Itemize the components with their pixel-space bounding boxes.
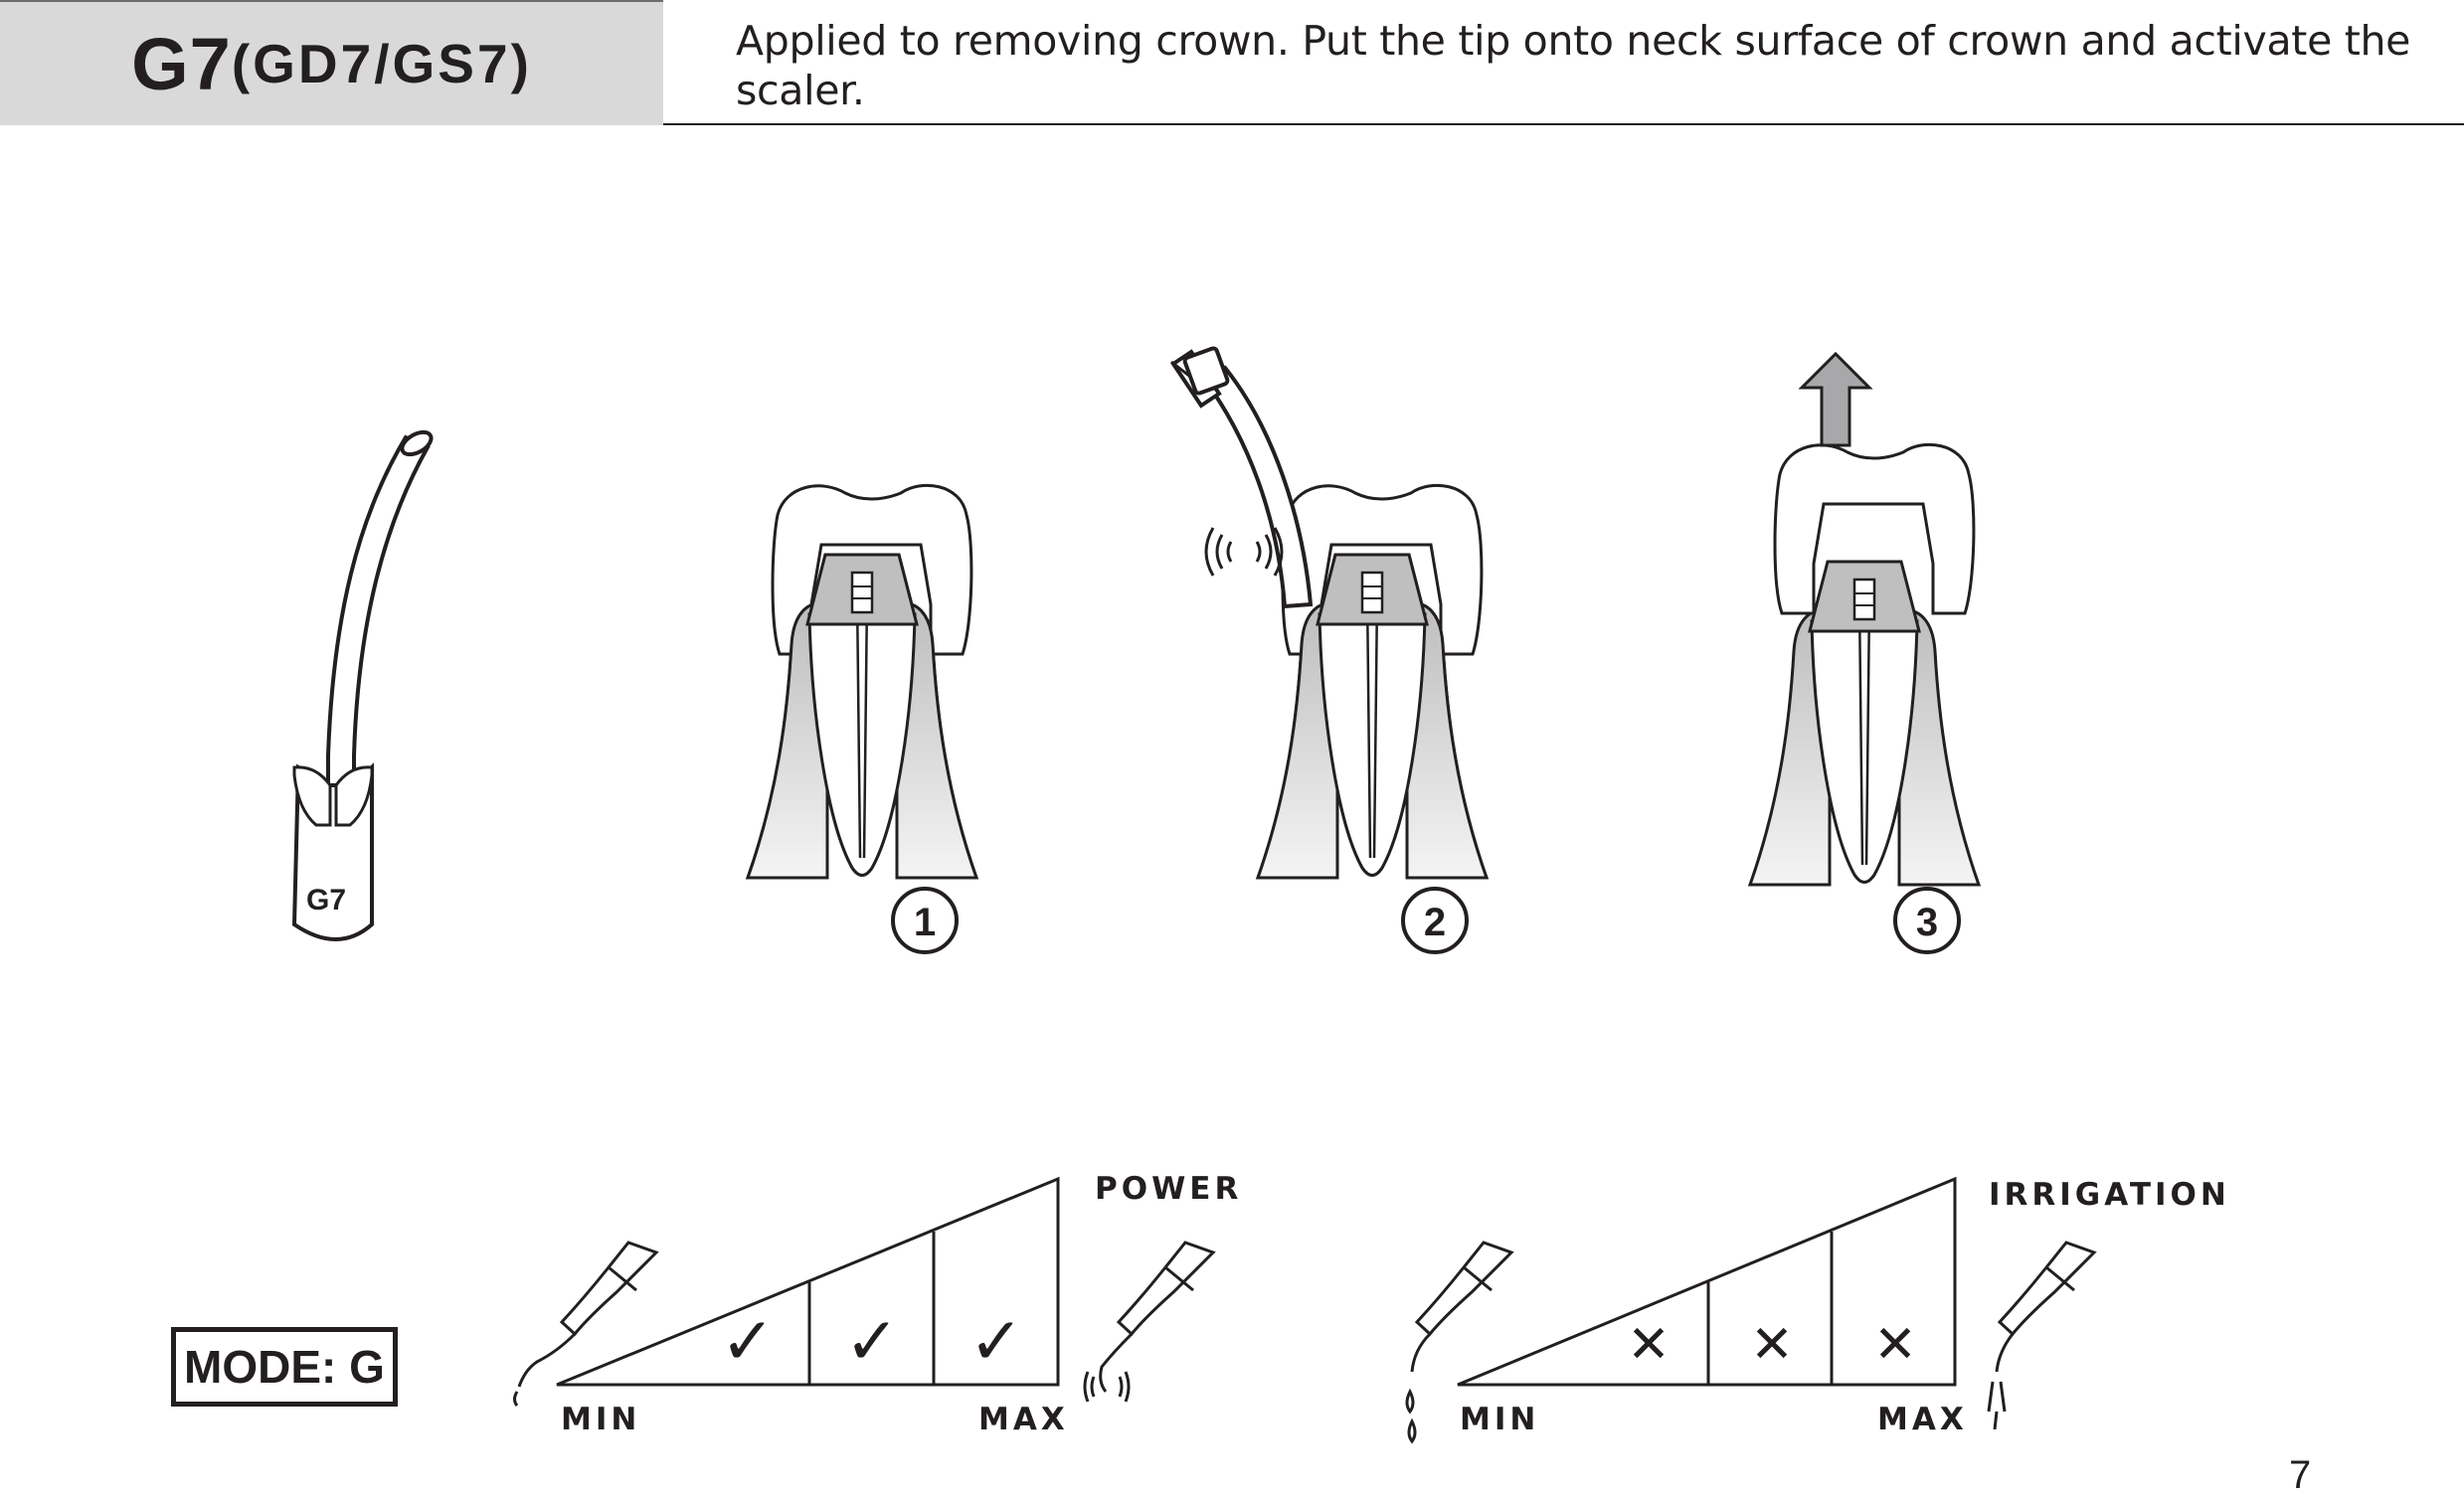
header-rule: [663, 123, 2464, 125]
power-mark-3: ✓: [968, 1303, 1023, 1380]
tip-description: Applied to removing crown. Put the tip o…: [736, 17, 2411, 114]
tip-models: (GD7/GS7): [231, 33, 532, 94]
power-mark-2: ✓: [844, 1303, 899, 1380]
svg-text:1: 1: [914, 901, 936, 944]
step-badge-3: 3: [1893, 887, 1961, 954]
tip-title: G7: [131, 22, 232, 105]
irrigation-mark-1: ✕: [1627, 1315, 1671, 1375]
page-number: 7: [2289, 1453, 2312, 1497]
irrigation-min-label: MIN: [1460, 1402, 1540, 1437]
handpiece-max-irrigation-icon: [1987, 1241, 2097, 1430]
title-box: G7 (GD7/GS7): [0, 0, 663, 125]
step-badge-2: 2: [1401, 887, 1469, 954]
power-gauge: ✓ ✓ ✓: [556, 1176, 1060, 1387]
vibration-icon: [1204, 527, 1284, 577]
handpiece-min-irrigation-icon: [1405, 1241, 1514, 1444]
page-header: G7 (GD7/GS7) Applied to removing crown. …: [0, 0, 2464, 125]
irrigation-mark-2: ✕: [1750, 1315, 1794, 1375]
svg-text:2: 2: [1424, 901, 1446, 944]
power-min-label: MIN: [561, 1402, 641, 1437]
scaler-tip-on-crown: [1170, 346, 1314, 609]
irrigation-gauge: ✕ ✕ ✕: [1457, 1176, 1957, 1387]
handpiece-max-power-icon: [1083, 1241, 1216, 1403]
svg-text:3: 3: [1916, 901, 1938, 944]
irrigation-title: IRRIGATION: [1989, 1177, 2230, 1213]
handpiece-min-power-icon: [513, 1241, 659, 1407]
power-max-label: MAX: [978, 1402, 1069, 1437]
power-title: POWER: [1095, 1171, 1243, 1207]
irrigation-max-label: MAX: [1877, 1402, 1968, 1437]
step-badge-1: 1: [891, 887, 959, 954]
mode-label: MODE: G: [171, 1327, 398, 1407]
irrigation-mark-3: ✕: [1873, 1315, 1917, 1375]
tip-illustration: [291, 429, 434, 941]
tip-label: G7: [306, 884, 346, 916]
lift-arrow-icon: [1798, 351, 1873, 447]
power-mark-1: ✓: [720, 1303, 775, 1380]
tooth-step-1: [746, 483, 978, 880]
